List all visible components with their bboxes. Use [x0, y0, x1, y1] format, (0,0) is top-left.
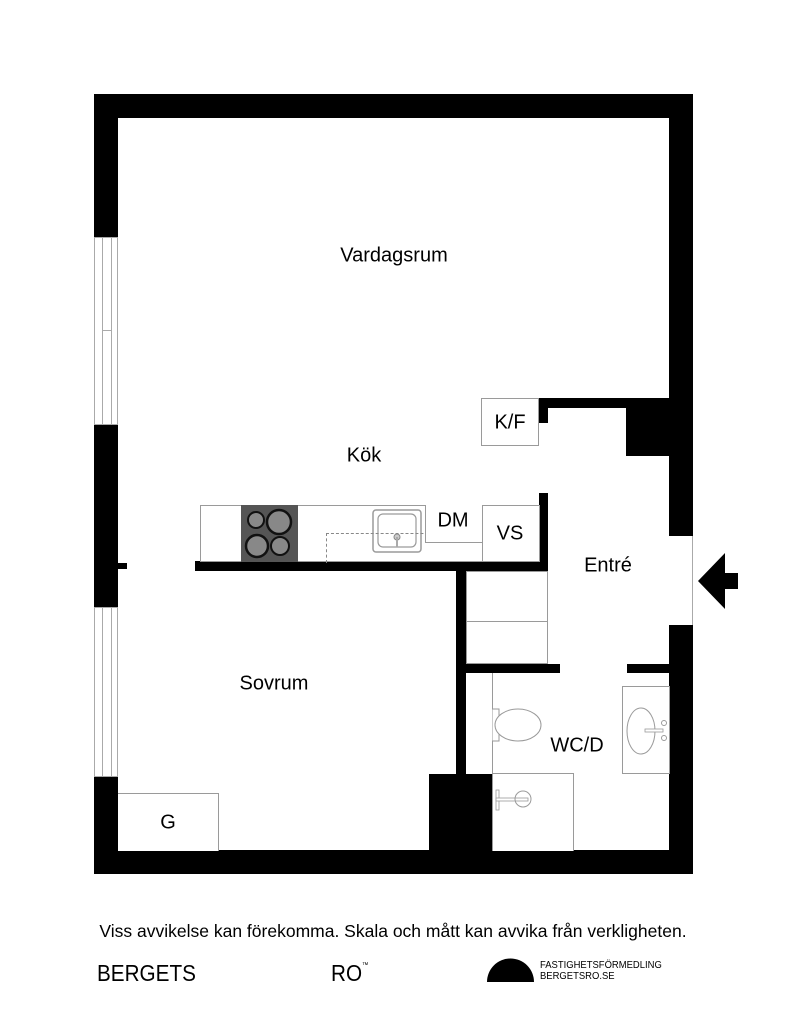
outer-wall-right-upper [669, 94, 693, 536]
fridge-freezer-box [481, 398, 539, 446]
agency-line-2: BERGETSRO.SE [540, 970, 615, 982]
closet-wall-vertical [456, 571, 466, 776]
kitchen-counter-wall [195, 561, 548, 571]
disclaimer-text: Viss avvikelse kan förekomma. Skala och … [99, 921, 687, 941]
shaft-block [626, 398, 676, 456]
bathroom-vanity [622, 686, 670, 774]
kf-wall-stub [539, 398, 548, 423]
floor-plan: Vardagsrum Kök Sovrum Entré WC/D K/F DM … [94, 94, 740, 874]
shower-area [492, 773, 574, 851]
front-door-opening[interactable] [692, 536, 693, 625]
fixture-label-fridge-freezer: K/F [494, 411, 526, 434]
outer-wall-left-upper [94, 94, 118, 237]
room-label-entrance: Entré [584, 554, 632, 577]
outer-wall-right-lower [669, 625, 693, 874]
fixture-label-water-heater: VS [496, 522, 524, 545]
bathroom-wall-top-right [627, 664, 675, 673]
bathroom-shaft-block [429, 774, 492, 864]
outer-wall-bottom [94, 850, 693, 874]
sink [372, 509, 422, 553]
outer-wall-left-middle [94, 425, 118, 607]
room-label-kitchen: Kök [346, 444, 382, 467]
entrance-arrow-icon [698, 553, 740, 609]
agency-text: FASTIGHETSFÖRMEDLING BERGETSRO.SE [540, 960, 662, 982]
outer-wall-left-lower [94, 777, 118, 874]
water-heater-box [482, 505, 540, 562]
agency-half-circle-logo-icon [487, 958, 534, 982]
counter-dashed-line [326, 533, 483, 563]
trademark-symbol: ™ [362, 962, 369, 969]
window-lower [94, 607, 118, 777]
fixture-label-dishwasher: DM [437, 509, 469, 532]
toilet [491, 705, 544, 745]
outer-wall-top [94, 94, 693, 118]
vs-wall-vertical [539, 493, 548, 571]
room-label-bathroom: WC/D [550, 734, 604, 757]
room-label-living-room: Vardagsrum [340, 244, 448, 267]
wardrobe-box [118, 793, 219, 851]
agency-line-1: FASTIGHETSFÖRMEDLING [540, 959, 662, 971]
hall-closet [466, 571, 548, 664]
window-upper [94, 237, 118, 425]
left-wall-stub [118, 563, 127, 569]
room-label-bedroom: Sovrum [239, 672, 309, 695]
fixture-label-wardrobe: G [160, 811, 176, 834]
brand-logo-left: BERGETS [97, 960, 196, 986]
bathroom-wall-top-left [456, 664, 560, 673]
brand-logo-right-text: RO [331, 960, 363, 986]
kf-wall-top [539, 398, 679, 408]
stove [241, 505, 298, 562]
brand-logo-right: RO™ [331, 960, 368, 987]
